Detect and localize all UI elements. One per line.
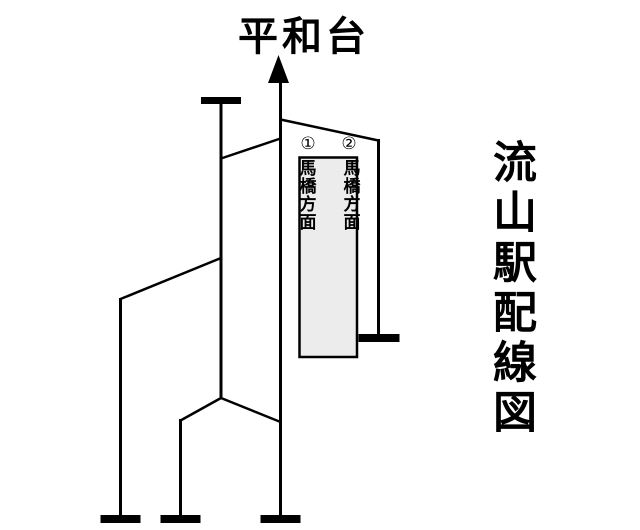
- buffer-stop-yard-1: [100, 515, 141, 523]
- yard-branch-right: [220, 396, 281, 424]
- track-1-destination-label: 馬橋方面: [296, 159, 316, 231]
- adjacent-station-label: 平和台: [238, 15, 370, 59]
- crossover-track: [220, 137, 281, 160]
- track-2-number: ②: [341, 134, 357, 153]
- track-1-number: ①: [300, 134, 316, 153]
- track-2-destination-label: 馬橋方面: [340, 159, 360, 231]
- buffer-stop-siding-top: [201, 97, 241, 104]
- track2-lead-line: [280, 118, 379, 142]
- diagram-title: 流山駅配線図: [486, 139, 535, 439]
- yard-branch-left: [179, 396, 222, 422]
- platform: [298, 156, 359, 359]
- buffer-stop-main: [260, 515, 301, 523]
- buffer-stop-track2: [358, 334, 400, 342]
- up-arrow-icon: [268, 55, 289, 83]
- buffer-stop-yard-2: [160, 515, 201, 523]
- yard-branch-upper: [120, 256, 222, 301]
